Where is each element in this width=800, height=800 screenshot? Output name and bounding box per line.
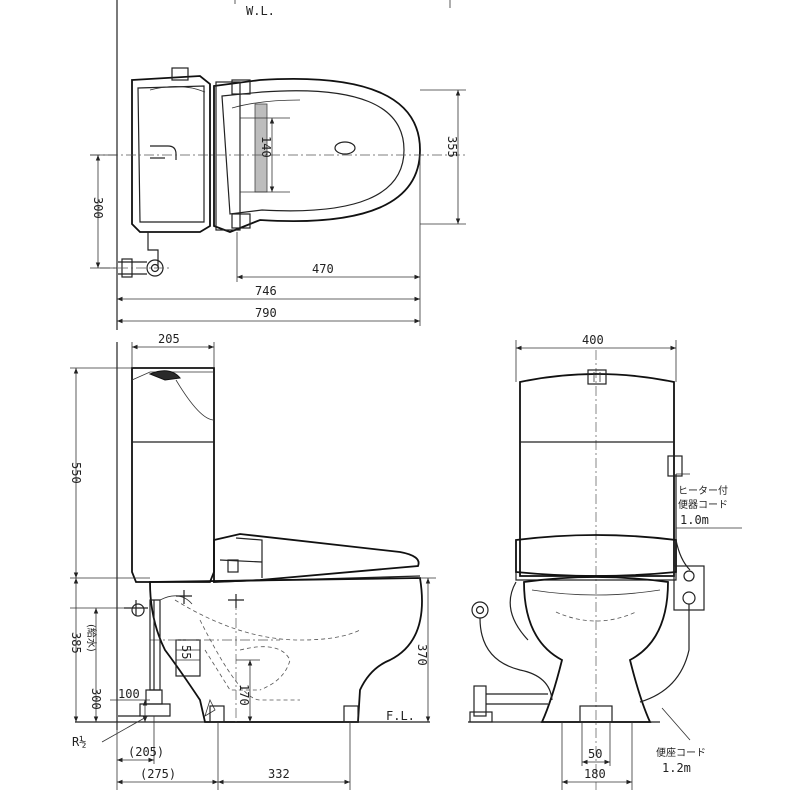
dim-180-text: 180 — [584, 767, 606, 781]
dim-790-text: 790 — [255, 306, 277, 320]
side-supply-valve — [131, 603, 145, 617]
top-nozzle-mark — [334, 141, 356, 155]
dim-300-text: 300 — [91, 197, 105, 219]
top-flush-button — [171, 67, 189, 81]
top-tank-outline — [131, 75, 211, 233]
side-view: F.L. — [69, 332, 436, 790]
wl-label: W.L. — [246, 4, 275, 18]
dim-55-text: 55 — [179, 645, 193, 659]
dim-170-text: 170 — [237, 684, 251, 706]
dim-332-text: 332 — [268, 767, 290, 781]
dim-50-text: 50 — [588, 747, 602, 761]
front-view: 400 ヒーター付 便器コード 1.0m 便座コード 1.2m 50 180 — [468, 333, 742, 790]
heater-cord-line2: 便器コード — [678, 498, 728, 511]
dim-385-text: 385 — [69, 632, 83, 654]
dim-205-text: 205 — [158, 332, 180, 346]
dim-550-text: 550 — [69, 462, 83, 484]
dim-205p-text: (205) — [128, 745, 164, 759]
dim-400-text: 400 — [582, 333, 604, 347]
pipe-label: R½ — [72, 735, 86, 749]
top-view: W.L. 140 — [90, 0, 466, 330]
dim-746-text: 746 — [255, 284, 277, 298]
front-tank — [519, 373, 675, 577]
top-tank-inner — [137, 85, 205, 223]
dim-470-text: 470 — [312, 262, 334, 276]
dim-370-text: 370 — [415, 644, 429, 666]
top-hinge — [215, 81, 241, 231]
dim-300b-text: 300 — [89, 688, 103, 710]
seat-cord-line1: 便座コード — [656, 746, 706, 759]
top-seat-outline — [213, 78, 421, 233]
heater-cord-line3: 1.0m — [680, 513, 709, 527]
heater-cord-line1: ヒーター付 — [678, 484, 728, 497]
side-flush-lever — [148, 370, 181, 381]
fl-label-side: F.L. — [386, 709, 415, 723]
dim-355-text: 355 — [445, 136, 459, 158]
top-pipe — [150, 145, 177, 160]
side-tank — [131, 367, 215, 583]
side-bowl — [149, 577, 423, 723]
dim-275p-text: (275) — [140, 767, 176, 781]
dim-100-text: 100 — [118, 687, 140, 701]
top-lid-outline — [221, 90, 405, 215]
side-lid — [213, 533, 420, 583]
front-supply-valve — [471, 601, 489, 619]
supply-note: (給水) — [85, 624, 98, 652]
front-flush-button — [587, 369, 607, 385]
dim-140-text: 140 — [259, 136, 273, 158]
front-side-panel — [667, 455, 683, 477]
front-bowl — [523, 576, 669, 723]
seat-cord-line2: 1.2m — [662, 761, 691, 775]
